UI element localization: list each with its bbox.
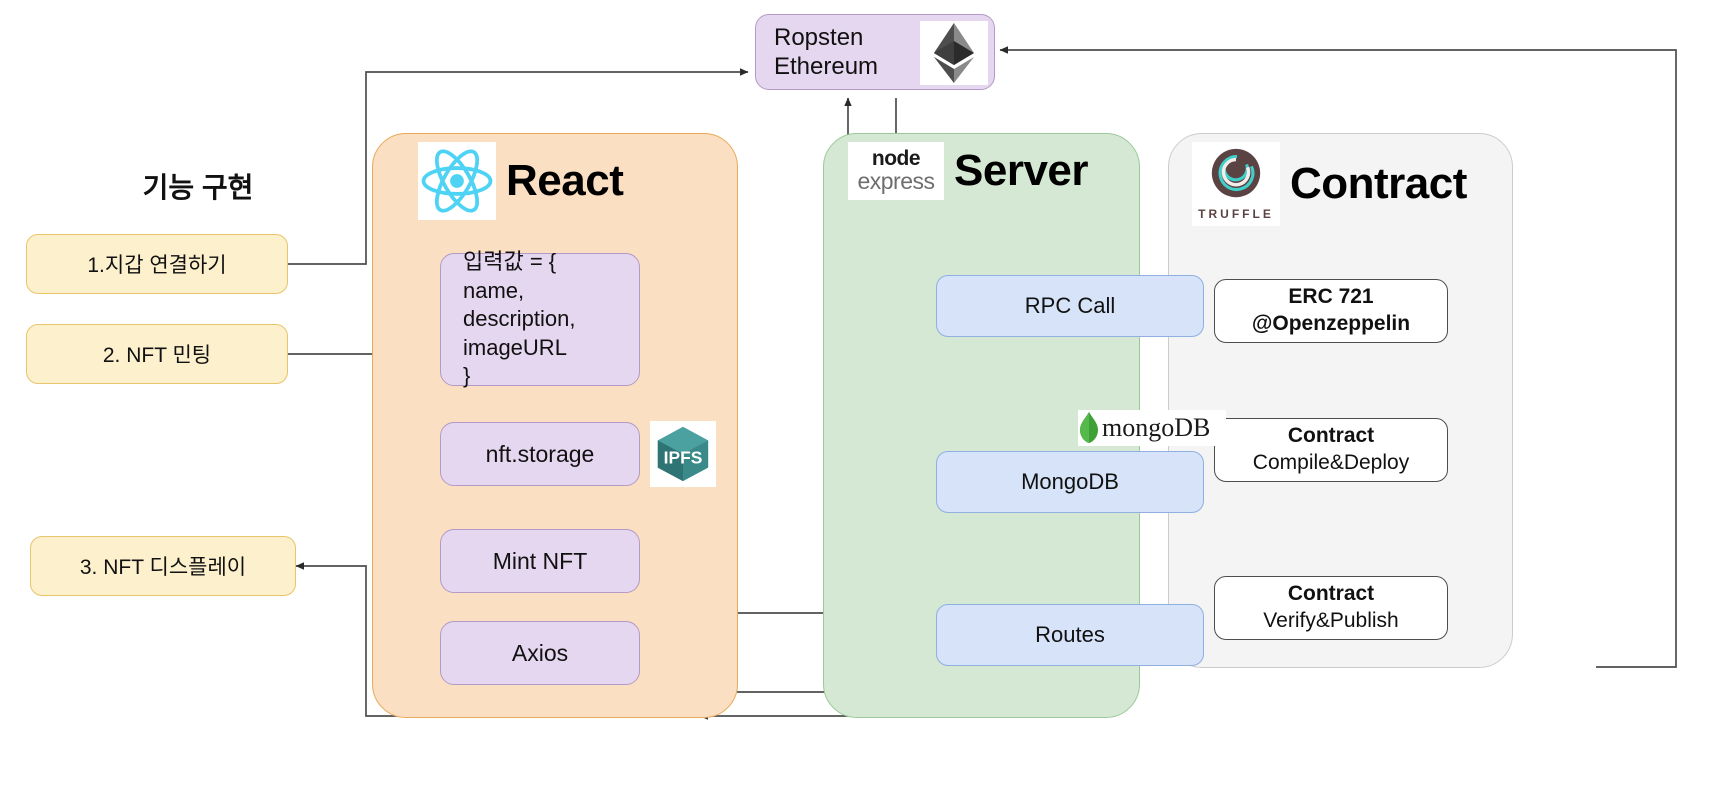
react-node-axios[interactable]: Axios xyxy=(440,621,640,685)
server-node-mongodb[interactable]: MongoDB xyxy=(936,451,1204,513)
compile-deploy-line2: Compile&Deploy xyxy=(1252,451,1410,474)
nft-storage-label: nft.storage xyxy=(485,440,595,467)
contract-node-verify-publish[interactable]: Contract Verify&Publish xyxy=(1214,576,1448,640)
feature-box-connect-wallet[interactable]: 1.지갑 연결하기 xyxy=(26,234,288,294)
node-express-logo: node express xyxy=(848,142,944,200)
node-logo-text: node xyxy=(871,147,921,171)
ethereum-logo xyxy=(920,21,988,85)
verify-publish-line1: Contract xyxy=(1287,582,1375,606)
mongodb-logo-text: mongoDB xyxy=(1102,413,1211,442)
server-node-rpc-call[interactable]: RPC Call xyxy=(936,275,1204,337)
contract-node-compile-deploy[interactable]: Contract Compile&Deploy xyxy=(1214,418,1448,482)
rpc-call-label: RPC Call xyxy=(1024,293,1116,318)
routes-label: Routes xyxy=(1035,622,1105,647)
panel-server-header: node express Server xyxy=(848,142,1089,200)
react-node-input-object[interactable]: 입력값 = { name, description, imageURL } xyxy=(440,249,640,388)
mongodb-label: MongoDB xyxy=(1021,469,1119,494)
svg-text:IPFS: IPFS xyxy=(664,448,703,468)
truffle-logo-text: TRUFFLE xyxy=(1198,207,1274,221)
feature-box-nft-minting[interactable]: 2. NFT 민팅 xyxy=(26,324,288,384)
erc721-line1: ERC 721 xyxy=(1288,285,1374,309)
panel-server-title: Server xyxy=(954,146,1089,195)
server-node-routes[interactable]: Routes xyxy=(936,604,1204,666)
mint-nft-label: Mint NFT xyxy=(492,547,588,574)
feature-label: 2. NFT 민팅 xyxy=(102,344,212,367)
react-logo xyxy=(418,142,496,220)
react-node-nft-storage[interactable]: nft.storage xyxy=(440,422,640,486)
panel-react-header: React xyxy=(418,142,624,220)
mongodb-logo: mongoDB xyxy=(1078,410,1226,446)
panel-contract-header: TRUFFLE Contract xyxy=(1192,142,1467,226)
feature-label: 3. NFT 디스플레이 xyxy=(79,556,247,579)
network-node-ropsten-ethereum[interactable]: Ropsten Ethereum xyxy=(755,14,995,90)
ipfs-logo: IPFS xyxy=(650,421,716,487)
erc721-line2: @Openzeppelin xyxy=(1251,312,1411,335)
panel-contract-title: Contract xyxy=(1290,159,1467,208)
express-logo-text: express xyxy=(857,168,935,195)
input-object-label: 입력값 = { name, description, imageURL } xyxy=(463,249,576,389)
feature-label: 1.지갑 연결하기 xyxy=(87,254,227,277)
feature-box-nft-display[interactable]: 3. NFT 디스플레이 xyxy=(30,536,296,596)
compile-deploy-line1: Contract xyxy=(1287,424,1375,448)
verify-publish-line2: Verify&Publish xyxy=(1263,609,1399,632)
axios-label: Axios xyxy=(511,639,569,666)
truffle-logo: TRUFFLE xyxy=(1192,142,1280,226)
react-node-mint-nft[interactable]: Mint NFT xyxy=(440,529,640,593)
panel-react-title: React xyxy=(506,156,624,205)
contract-node-erc721[interactable]: ERC 721 @Openzeppelin xyxy=(1214,279,1448,343)
network-node-label: Ropsten Ethereum xyxy=(774,23,879,80)
left-column-title: 기능 구현 xyxy=(142,172,254,203)
